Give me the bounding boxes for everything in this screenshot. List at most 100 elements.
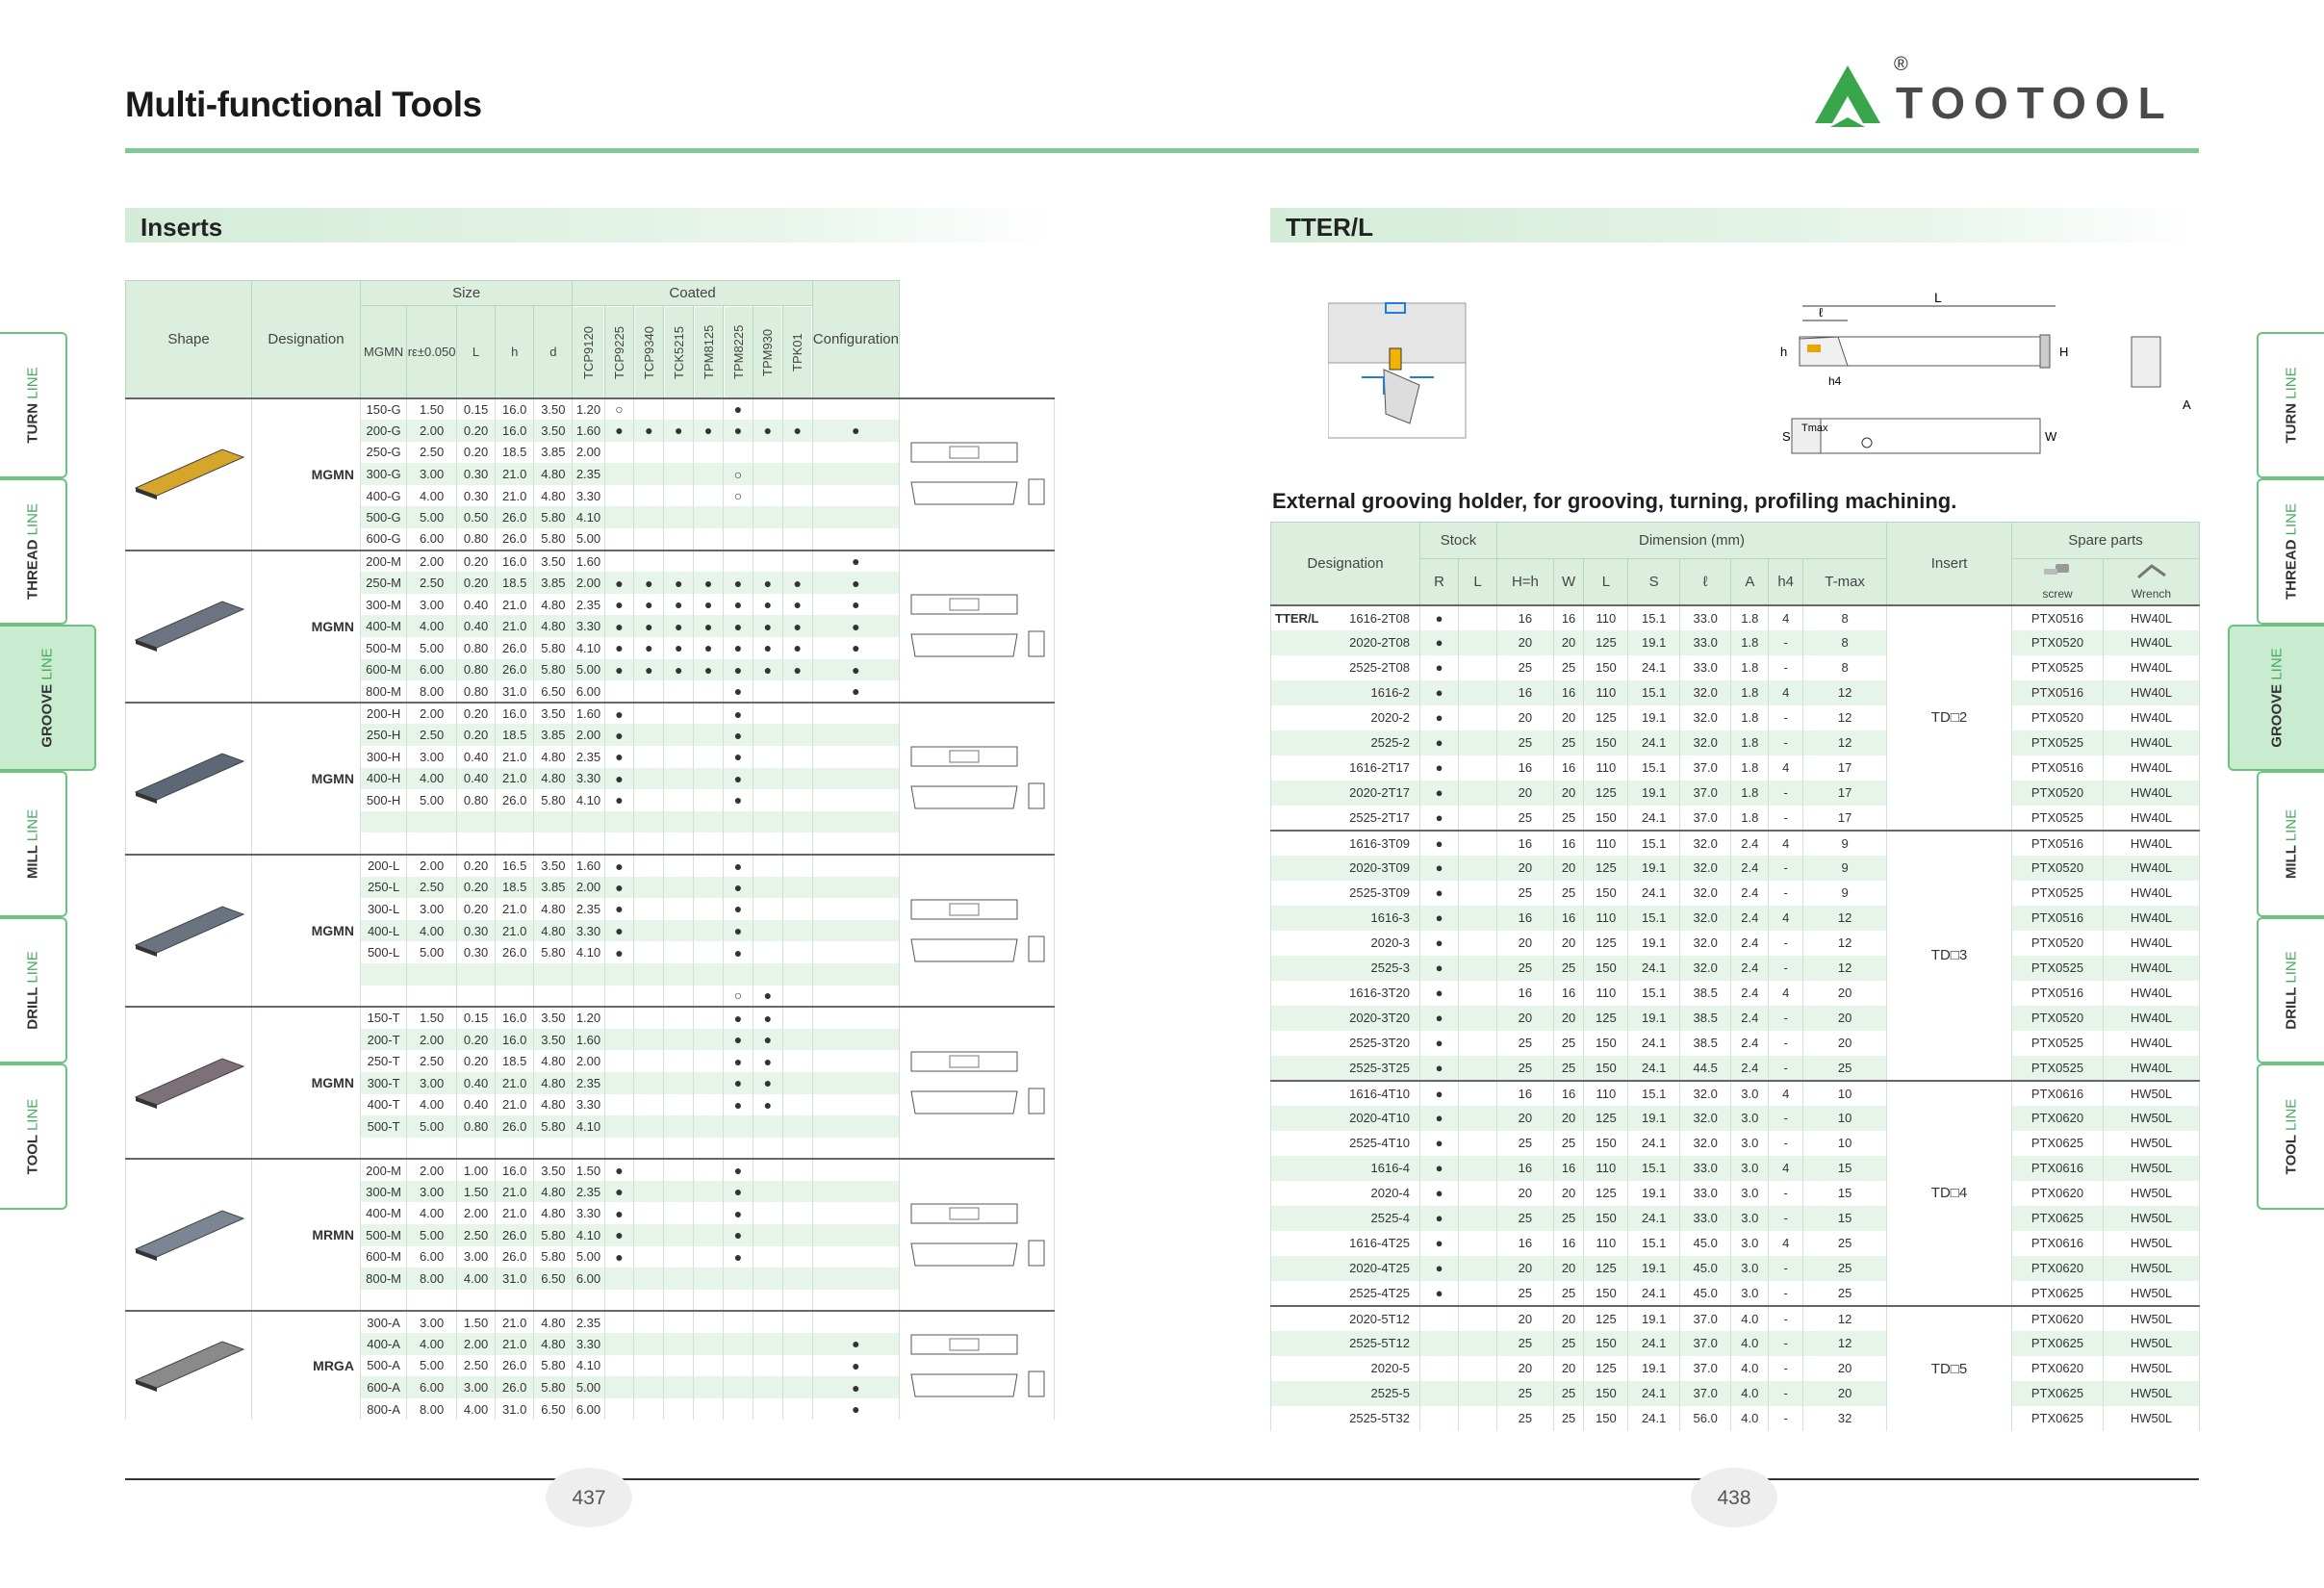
tab-label-main: TURN xyxy=(2283,398,2300,444)
size-value: 5.80 xyxy=(533,506,574,529)
coated-mark xyxy=(693,549,725,573)
dimension-value: 2.4 xyxy=(1730,880,1770,906)
tab-tool-line-left[interactable]: TOOL LINE xyxy=(0,1063,67,1210)
dimension-value: 24.1 xyxy=(1627,1330,1680,1356)
wrench-code: HW50L xyxy=(2103,1205,2200,1231)
holder-code: 1616-3 xyxy=(1370,910,1410,925)
dimension-value: 4 xyxy=(1768,679,1804,705)
tab-turn-line-right[interactable]: TURN LINE xyxy=(2257,332,2324,478)
designation-code xyxy=(359,810,408,833)
size-value: 4.80 xyxy=(533,1071,574,1094)
dimension-value: 4.0 xyxy=(1730,1330,1770,1356)
tab-tool-line-right[interactable]: TOOL LINE xyxy=(2257,1063,2324,1210)
dimension-value: 32.0 xyxy=(1678,955,1732,981)
dimension-value: 25 xyxy=(1802,1055,1887,1081)
tab-mill-line-right[interactable]: MILL LINE xyxy=(2257,771,2324,917)
col-size: Size xyxy=(359,280,574,306)
tab-drill-line-right[interactable]: DRILL LINE xyxy=(2257,917,2324,1063)
holder-designation: 1616-3T20 xyxy=(1270,980,1420,1006)
coated-mark: ● xyxy=(723,1224,753,1246)
dimension-value: 3.0 xyxy=(1730,1205,1770,1231)
tab-groove-line-left[interactable]: GROOVE LINE xyxy=(0,625,96,771)
section-holder-title: TTER/L xyxy=(1270,208,2200,243)
dimension-value: 37.0 xyxy=(1678,1330,1732,1356)
wrench-code: HW40L xyxy=(2103,755,2200,781)
tab-groove-line-right[interactable]: GROOVE LINE xyxy=(2228,625,2324,771)
stock-mark: ● xyxy=(1419,654,1459,680)
dimension-value: 16 xyxy=(1552,829,1585,856)
coated-mark xyxy=(811,1202,901,1225)
size-value: 21.0 xyxy=(495,1310,535,1334)
coated-mark xyxy=(693,484,725,507)
stock-mark xyxy=(1458,930,1497,956)
holder-designation: 2020-2 xyxy=(1270,704,1420,730)
tab-drill-line-left[interactable]: DRILL LINE xyxy=(0,917,67,1063)
size-value: 1.00 xyxy=(455,1158,497,1181)
header-divider xyxy=(125,148,2199,153)
size-value: 1.50 xyxy=(455,1180,497,1203)
dimension-value: 8 xyxy=(1802,629,1887,655)
configuration-drawing xyxy=(899,549,1055,703)
coated-mark: ● xyxy=(723,658,753,681)
dimension-value: 10 xyxy=(1802,1079,1887,1106)
coated-mark: ● xyxy=(693,593,725,616)
coated-mark xyxy=(603,549,635,573)
wrench-code: HW40L xyxy=(2103,829,2200,856)
coated-mark xyxy=(811,810,901,833)
config-drawing-icon xyxy=(910,746,1045,809)
size-value: 5.00 xyxy=(406,1224,457,1246)
coated-mark xyxy=(693,810,725,833)
size-value xyxy=(406,810,457,833)
coated-mark: ● xyxy=(603,615,635,638)
dimension-value: 150 xyxy=(1583,880,1629,906)
holder-designation: 2525-3 xyxy=(1270,955,1420,981)
coated-mark xyxy=(811,853,901,877)
coated-mark xyxy=(752,463,783,485)
coated-mark xyxy=(752,506,783,529)
size-value: 4.00 xyxy=(455,1397,497,1421)
dimension-value: 8 xyxy=(1802,654,1887,680)
tab-thread-line-right[interactable]: THREAD LINE xyxy=(2257,478,2324,625)
coated-mark xyxy=(693,528,725,551)
stock-mark: ● xyxy=(1419,603,1459,630)
size-value: 5.80 xyxy=(533,1354,574,1377)
coated-mark xyxy=(603,962,635,986)
tab-mill-line-left[interactable]: MILL LINE xyxy=(0,771,67,917)
stock-mark xyxy=(1458,679,1497,705)
coated-mark xyxy=(633,985,665,1008)
coated-mark xyxy=(811,1224,901,1246)
designation-code: 250-H xyxy=(359,724,408,746)
size-value: 5.00 xyxy=(406,1354,457,1377)
coated-mark xyxy=(781,1224,813,1246)
coated-mark xyxy=(781,876,813,899)
tab-thread-line-left[interactable]: THREAD LINE xyxy=(0,478,67,625)
table-row xyxy=(126,1137,1055,1160)
col-shape: Shape xyxy=(125,280,252,398)
coated-mark xyxy=(663,1202,695,1225)
config-drawing-icon xyxy=(910,899,1045,962)
size-value: 2.35 xyxy=(572,1310,605,1334)
dimension-value: 16 xyxy=(1552,1230,1585,1256)
dimension-value: - xyxy=(1768,654,1804,680)
dim-L: L xyxy=(1934,290,1942,305)
size-value: 3.50 xyxy=(533,1006,574,1029)
designation-code xyxy=(359,962,408,986)
tab-turn-line-left[interactable]: TURN LINE xyxy=(0,332,67,478)
coated-mark: ● xyxy=(723,1158,753,1181)
size-value: 3.30 xyxy=(572,767,605,790)
dimension-value: 33.0 xyxy=(1678,629,1732,655)
designation-code xyxy=(359,985,408,1008)
dimension-value: 20 xyxy=(1552,855,1585,881)
size-value: 5.00 xyxy=(572,1245,605,1268)
page-number-right: 438 xyxy=(1691,1468,1777,1527)
dimension-value: 33.0 xyxy=(1678,1155,1732,1181)
coated-mark: ● xyxy=(723,1245,753,1268)
coated-mark xyxy=(781,680,813,703)
dimension-value: 150 xyxy=(1583,1330,1629,1356)
dimension-value: 25 xyxy=(1552,805,1585,831)
size-value: 0.40 xyxy=(455,593,497,616)
holder-table: Designation Stock Dimension (mm) Insert … xyxy=(1270,522,2200,1431)
coated-mark xyxy=(603,1354,635,1377)
